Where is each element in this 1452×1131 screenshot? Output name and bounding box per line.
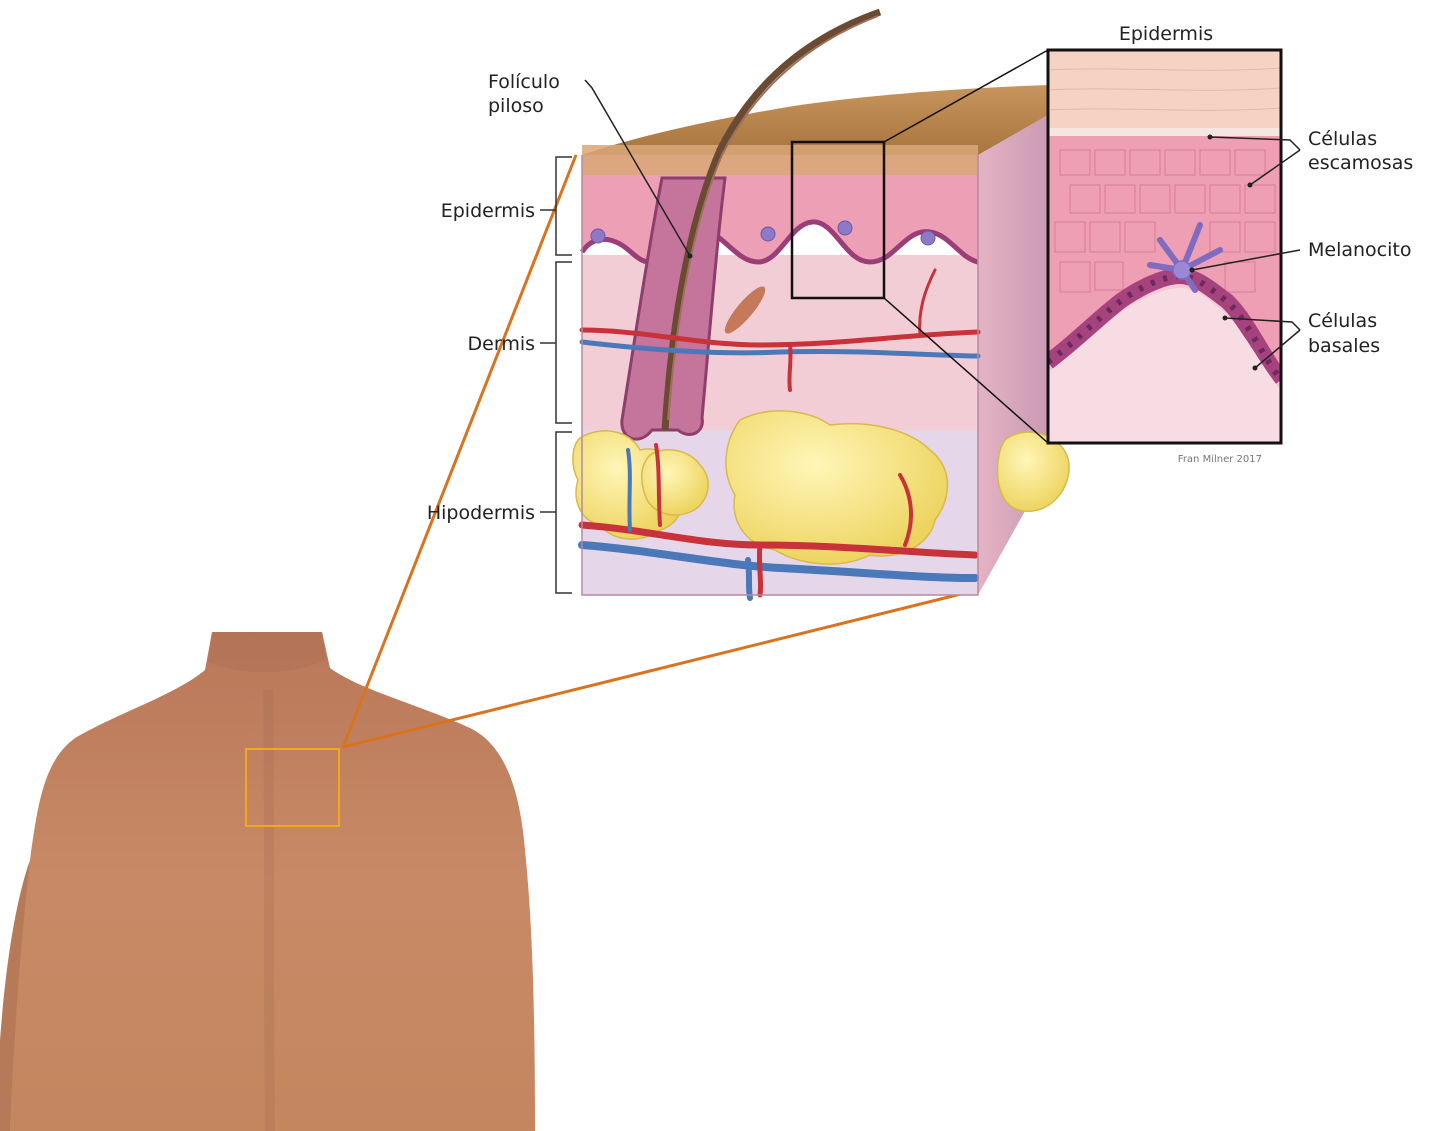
artery-descending: [759, 545, 760, 595]
label-hypodermis: Hipodermis: [427, 502, 535, 524]
label-squamous-line1: Células: [1308, 128, 1377, 150]
label-dermis: Dermis: [468, 333, 535, 355]
leader-dot-melanocyte: [1190, 268, 1195, 273]
leader-dot-squamous-1: [1208, 135, 1213, 140]
vein-descending: [748, 560, 750, 598]
melanocyte-cell: [591, 229, 605, 243]
skin-cross-section: [573, 12, 1069, 598]
label-basal-line1: Células: [1308, 310, 1377, 332]
block-side-face: [978, 115, 1048, 595]
label-squamous-line2: escamosas: [1308, 152, 1413, 174]
label-melanocyte: Melanocito: [1308, 239, 1411, 261]
neck-shadow: [208, 632, 326, 672]
human-back-figure: [0, 632, 535, 1131]
spine-shadow: [268, 690, 270, 1131]
bracket-dermis: [540, 262, 572, 423]
epidermis-inset: [1048, 50, 1281, 443]
inset-granular-band: [1048, 128, 1281, 136]
bracket-epidermis: [540, 157, 572, 255]
leader-dot-basal-1: [1223, 316, 1228, 321]
label-hair-follicle-line1: Folículo: [488, 71, 560, 93]
illustration-credit: Fran Milner 2017: [1178, 454, 1262, 465]
artery-branch: [789, 345, 790, 390]
label-hair-follicle-line2: piloso: [488, 95, 544, 117]
connector-lower: [343, 590, 977, 747]
vein-ascending: [628, 450, 630, 530]
stratum-corneum-front: [582, 145, 978, 175]
melanocyte-cell: [838, 221, 852, 235]
melanocyte-cell: [761, 227, 775, 241]
stratum-corneum: [582, 85, 1048, 155]
label-inset-title: Epidermis: [1119, 23, 1213, 45]
melanocyte-body: [1173, 261, 1191, 279]
label-basal-line2: basales: [1308, 335, 1380, 357]
label-epidermis: Epidermis: [441, 200, 535, 222]
leader-dot-hair-follicle: [688, 254, 693, 259]
leader-dot-basal-2: [1253, 366, 1258, 371]
bracket-hypodermis: [540, 432, 572, 593]
connector-upper: [343, 155, 576, 747]
layer-brackets: [540, 157, 572, 593]
leader-dot-squamous-2: [1248, 183, 1253, 188]
melanocyte-cell: [921, 231, 935, 245]
